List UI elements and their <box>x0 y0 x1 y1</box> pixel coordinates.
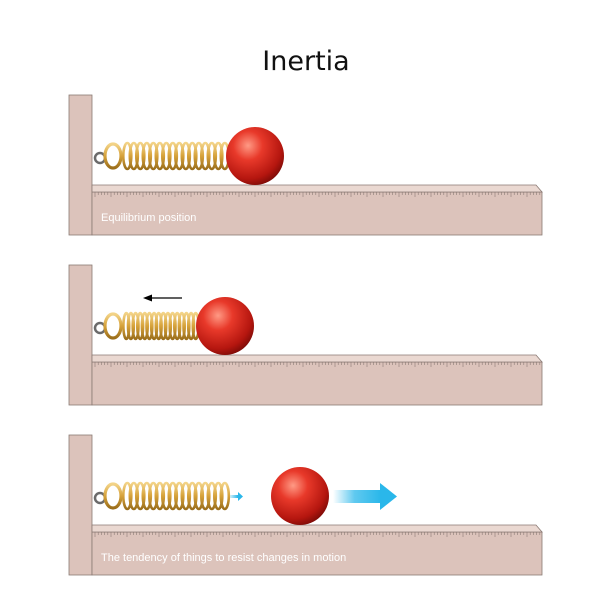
panel-3: The tendency of things to resist changes… <box>68 434 543 576</box>
spring-coil <box>187 481 198 511</box>
spring-coil <box>213 481 224 511</box>
spring-coil <box>206 481 218 511</box>
spring-coil <box>180 481 192 511</box>
wall <box>68 94 93 236</box>
motion-arrow-icon <box>380 483 397 510</box>
spring-loop <box>103 482 123 510</box>
diagram-title: Inertia <box>262 46 350 77</box>
floor <box>91 191 543 236</box>
spring <box>103 481 231 511</box>
spring <box>103 141 231 171</box>
wall <box>68 264 93 406</box>
spring-coil <box>122 481 133 511</box>
spring-coil <box>167 141 179 171</box>
panel-1: Equilibrium position <box>68 94 543 236</box>
panel-caption: The tendency of things to resist changes… <box>101 552 346 564</box>
wall <box>68 434 93 576</box>
floor-top <box>91 184 543 193</box>
spring-coil <box>128 141 140 171</box>
spring-coil <box>206 141 218 171</box>
spring-coil <box>174 141 185 171</box>
spring-coil <box>213 141 224 171</box>
spring-coil <box>187 141 198 171</box>
spring-coil <box>161 481 172 511</box>
spring-coil <box>200 141 211 171</box>
floor <box>91 361 543 406</box>
spring-coil <box>219 481 231 511</box>
panel-2 <box>68 264 543 406</box>
spring-coil <box>154 481 166 511</box>
spring-coil <box>128 481 140 511</box>
ruler-ticks <box>94 532 541 537</box>
spring-loop <box>103 312 123 340</box>
spring-coil <box>135 481 146 511</box>
ruler-ticks <box>94 362 541 367</box>
spring-coil <box>122 141 133 171</box>
spring-loop <box>103 142 123 170</box>
small-arrow-icon <box>238 492 243 501</box>
spring-coil <box>174 481 185 511</box>
spring-coil <box>180 141 192 171</box>
spring <box>103 311 200 341</box>
spring-coil <box>135 141 146 171</box>
motion-arrow-shaft <box>333 490 381 503</box>
ball <box>271 467 329 525</box>
arrow-left-head <box>143 294 152 302</box>
spring-coil <box>141 481 153 511</box>
ball <box>196 297 254 355</box>
ball <box>226 127 284 185</box>
floor-top <box>91 524 543 533</box>
small-arrow-shaft <box>230 495 238 498</box>
panel-caption: Equilibrium position <box>101 212 196 224</box>
spring-coil <box>200 481 211 511</box>
ruler-ticks <box>94 192 541 197</box>
spring-coil <box>154 141 166 171</box>
spring-coil <box>161 141 172 171</box>
spring-coil <box>148 141 159 171</box>
spring-coil <box>193 481 205 511</box>
spring-coil <box>167 481 179 511</box>
spring-coil <box>193 141 205 171</box>
floor-top <box>91 354 543 363</box>
spring-coil <box>148 481 159 511</box>
spring-coil <box>141 141 153 171</box>
